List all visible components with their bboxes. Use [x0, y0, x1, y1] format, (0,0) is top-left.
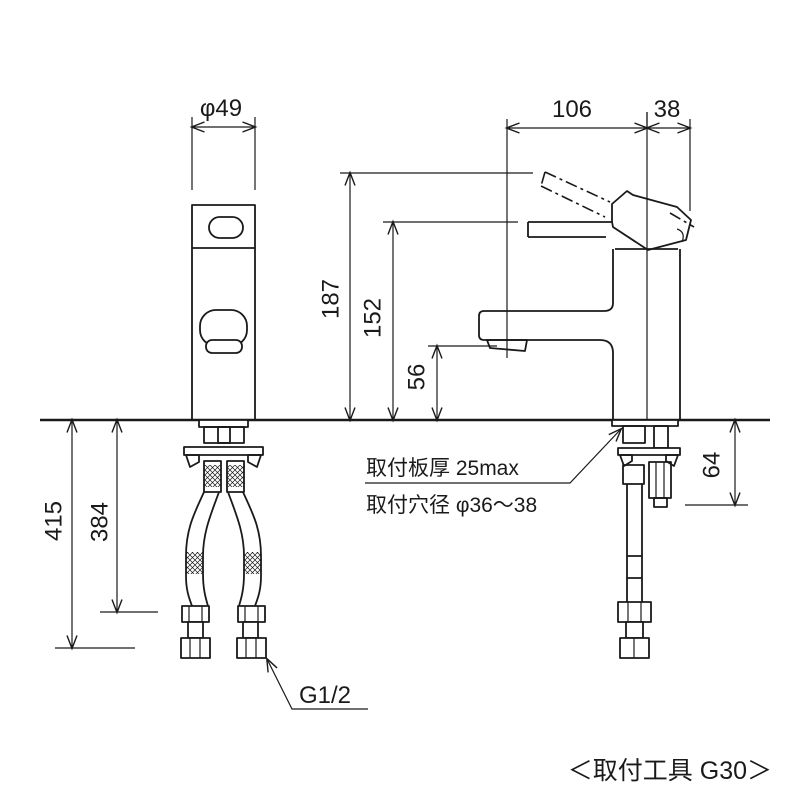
front-handle-slot [208, 216, 244, 239]
side-lever-raised-phantom [540, 171, 695, 228]
tool-note-label: ＜取付工具 G30＞ [568, 757, 772, 785]
dim-handle-extent-value: 38 [654, 96, 681, 123]
side-threaded-rod [653, 425, 669, 449]
front-right-hose-braid [244, 552, 261, 574]
front-under-counter [180, 419, 267, 659]
side-bracket-right-wing [665, 454, 679, 467]
thread-size-label: G1/2 [299, 682, 351, 709]
front-left-hose-braid [186, 552, 203, 574]
front-threaded-shank [203, 426, 245, 444]
side-fitting [617, 601, 652, 623]
mount-note: 取付板厚 25max 取付穴径 φ36〜38 [365, 427, 623, 517]
dim-spout-reach: 106 [504, 96, 691, 358]
side-mount-bolt-tip [653, 497, 668, 508]
dim-hose-reach-total: 415 [41, 417, 135, 651]
dim-height-outlet-value: 56 [404, 364, 431, 391]
front-left-fitting-neck [187, 621, 204, 639]
side-bracket-left-wing [619, 454, 633, 467]
front-view [180, 204, 267, 659]
dim-height-lever: 152 [360, 219, 518, 423]
front-left-hose-inner [202, 491, 220, 607]
mount-note-leader [365, 427, 623, 484]
side-mount-bracket [617, 447, 681, 456]
front-right-hose-outer [242, 491, 262, 607]
front-shank-hatch [217, 426, 231, 444]
tool-note: ＜取付工具 G30＞ [568, 757, 772, 785]
front-right-fitting-neck [242, 621, 259, 639]
dim-spout-diameter: φ49 [189, 95, 258, 190]
dim-height-lever-max: 187 [318, 170, 533, 423]
dim-spout-reach-value: 106 [552, 96, 592, 123]
side-under-counter [611, 419, 681, 659]
side-fitting-neck [625, 621, 644, 639]
front-bracket-right-wing [247, 454, 262, 468]
dim-height-outlet: 56 [404, 343, 497, 423]
front-left-fitting [181, 605, 210, 623]
side-aerator [486, 339, 528, 352]
side-hose-nut-hatch [622, 464, 645, 485]
dim-under-counter-depth-value: 64 [699, 452, 726, 479]
mount-hole-label: 取付穴径 φ36〜38 [366, 494, 537, 517]
front-bracket-left-wing [185, 454, 200, 468]
side-mount-bolt [648, 461, 672, 499]
thread-note: G1/2 [265, 656, 368, 710]
front-flange [198, 419, 249, 428]
dim-spout-diameter-value: φ49 [200, 95, 242, 122]
side-body-spout-outline [478, 249, 614, 420]
side-lever-rest [527, 221, 612, 238]
dim-height-lever-max-value: 187 [318, 279, 345, 319]
front-right-nut-hatch [227, 465, 244, 487]
dim-hose-reach: 384 [87, 417, 158, 615]
dim-height-lever-value: 152 [360, 298, 387, 338]
side-hose-stub [622, 425, 646, 444]
dim-hose-reach-value: 384 [87, 502, 114, 542]
side-hose-braid [626, 555, 643, 579]
side-handle-body [611, 190, 692, 251]
front-left-nut-hatch [204, 465, 221, 487]
front-mount-bracket [183, 446, 264, 456]
mount-thickness-label: 取付板厚 25max [366, 457, 519, 480]
side-hose-lower [626, 578, 643, 602]
side-handle-tip-curve [676, 228, 684, 243]
front-right-hose-inner [227, 491, 245, 607]
dim-hose-reach-total-value: 415 [41, 501, 68, 541]
front-left-hose-outer [185, 491, 205, 607]
side-hose-upper [626, 484, 643, 556]
dim-under-counter-depth: 64 [685, 417, 748, 508]
front-right-hose-nut [236, 637, 267, 659]
side-view [478, 112, 695, 659]
dim-handle-extent: 38 [644, 96, 693, 134]
front-left-hose-nut [180, 637, 211, 659]
front-spout-lip [205, 339, 243, 354]
thread-note-leader [265, 656, 368, 710]
front-right-fitting [237, 605, 266, 623]
